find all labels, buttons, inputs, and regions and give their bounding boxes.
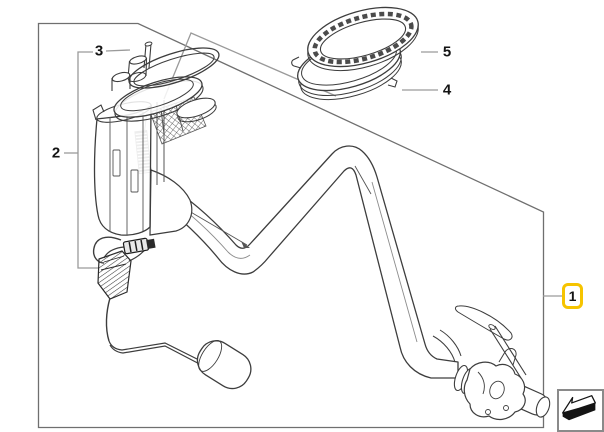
callout-label-2[interactable]: 2: [51, 144, 61, 162]
thumbnail-arrow-box[interactable]: [557, 389, 604, 432]
fuel-hose-drawing: [158, 145, 462, 379]
level-sensor-float-drawing: [92, 236, 252, 390]
diagonal-arrow-icon: [562, 395, 596, 421]
hose-end-fitting-drawing: [453, 305, 551, 421]
callout-label-5[interactable]: 5: [442, 43, 452, 61]
item3-leader: [105, 49, 131, 52]
locking-ring-drawing: [307, 6, 419, 72]
connector-plug: [122, 237, 156, 255]
float: [196, 340, 252, 390]
callout-label-3[interactable]: 3: [94, 42, 104, 60]
callout-label-4[interactable]: 4: [442, 81, 452, 99]
fuel-pump-module-drawing: [92, 41, 217, 236]
hose-seam-arrow: [241, 241, 250, 248]
leader-lines: [64, 32, 562, 297]
item4-bent-leader: [163, 32, 337, 100]
o-ring-drawing: [128, 47, 220, 89]
callout-badge-1-highlighted[interactable]: 1: [562, 283, 583, 309]
sensor-body: [97, 250, 132, 300]
item2-bracket: [77, 51, 98, 269]
frame-border: [37, 22, 545, 429]
